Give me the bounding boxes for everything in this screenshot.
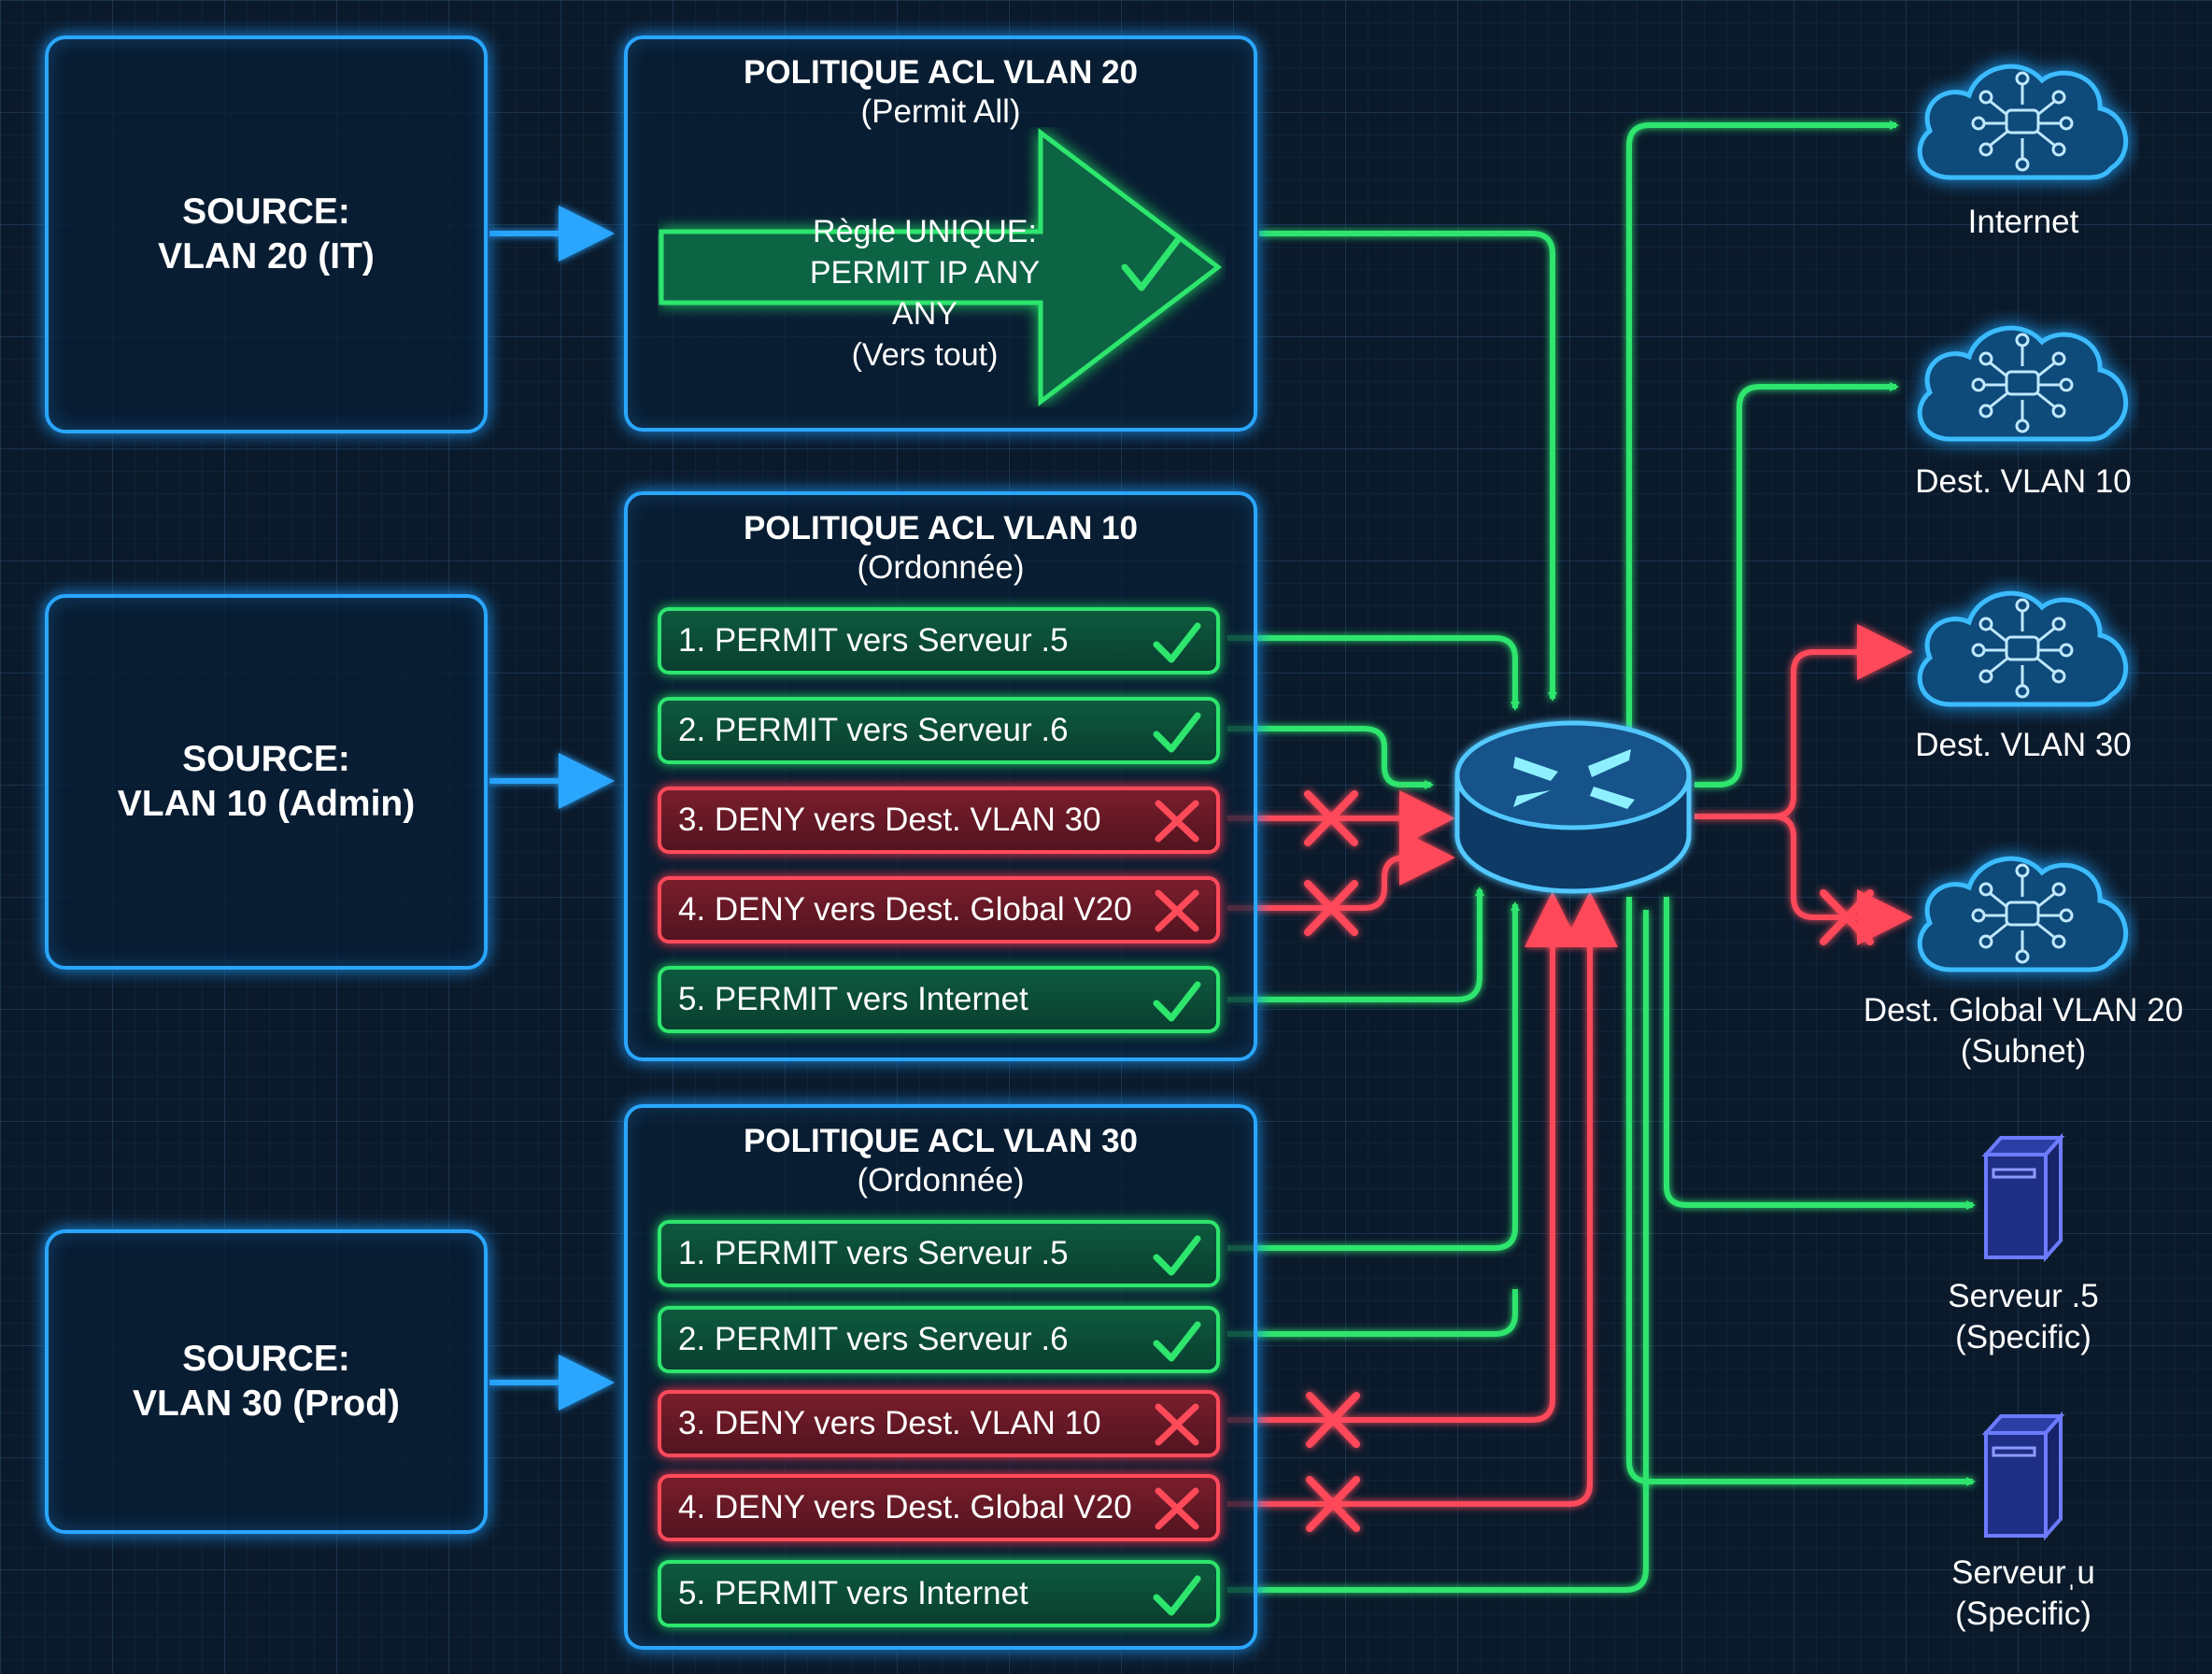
acl-vlan10-rule-4-text: 4. DENY vers Dest. Global V20 bbox=[678, 891, 1132, 928]
source-vlan10-label: SOURCE: bbox=[182, 739, 350, 779]
vlan30-rule2-path bbox=[1227, 1289, 1518, 1337]
acl-vlan10-panel: POLITIQUE ACL VLAN 10 (Ordonnée) 1. PERM… bbox=[624, 491, 1257, 1061]
acl-vlan30-rule-5: 5. PERMIT vers Internet bbox=[658, 1560, 1220, 1627]
server5-icon bbox=[1984, 1136, 2063, 1259]
permit-all-arrow bbox=[659, 127, 1223, 407]
acl-vlan10-rule-5: 5. PERMIT vers Internet bbox=[658, 966, 1220, 1033]
server6-sub: (Specific) bbox=[1955, 1596, 2091, 1632]
block-x-icon bbox=[1304, 790, 1358, 846]
source-vlan30-box: SOURCE: VLAN 30 (Prod) bbox=[45, 1229, 488, 1534]
acl-vlan30-rule-1: 1. PERMIT vers Serveur .5 bbox=[658, 1220, 1220, 1287]
acl-vlan30-subtitle: (Ordonnée) bbox=[857, 1162, 1025, 1199]
cross-icon bbox=[1155, 1403, 1199, 1446]
internet-cloud-icon bbox=[1906, 49, 2139, 198]
cross-icon bbox=[1155, 800, 1199, 843]
acl-vlan30-panel: POLITIQUE ACL VLAN 30 (Ordonnée) 1. PERM… bbox=[624, 1104, 1257, 1650]
vlan30-rule5-path bbox=[1227, 910, 1649, 1593]
source-vlan10-box: SOURCE: VLAN 10 (Admin) bbox=[45, 594, 488, 970]
source-vlan30-label: SOURCE: bbox=[182, 1339, 350, 1379]
acl-vlan30-rule-2: 2. PERMIT vers Serveur .6 bbox=[658, 1306, 1220, 1373]
acl-vlan20-rule-line3: (Vers tout) bbox=[851, 337, 999, 373]
vlan30-rule4-path bbox=[1227, 891, 1618, 1507]
server6-label: Serveurˌu (Specific) bbox=[1836, 1553, 2210, 1635]
source-vlan30-name: VLAN 30 (Prod) bbox=[132, 1383, 401, 1424]
vlan30-cloud-icon bbox=[1906, 575, 2139, 725]
block-x-icon bbox=[1306, 1392, 1360, 1448]
acl-vlan10-title: POLITIQUE ACL VLAN 10 bbox=[744, 510, 1138, 546]
vlan10-cloud-icon bbox=[1906, 310, 2139, 460]
vlan10-rule1-path bbox=[1227, 635, 1520, 711]
server5-sub: (Specific) bbox=[1955, 1319, 2091, 1355]
checkmark-icon bbox=[1153, 1321, 1201, 1362]
acl-vlan20-rule-text: Règle UNIQUE: PERMIT IP ANY ANY (Vers to… bbox=[785, 211, 1065, 376]
source-vlan20-name: VLAN 20 (IT) bbox=[158, 236, 375, 277]
acl-vlan20-rule-line2: PERMIT IP ANY ANY bbox=[809, 255, 1041, 332]
server6-icon bbox=[1984, 1414, 2063, 1538]
acl-vlan10-rule-1-text: 1. PERMIT vers Serveur .5 bbox=[678, 622, 1069, 659]
cross-icon bbox=[1155, 1487, 1199, 1530]
global-v20-label: Dest. Global VLAN 20 (Subnet) bbox=[1836, 990, 2210, 1072]
cross-icon bbox=[1155, 889, 1199, 932]
acl-vlan10-rule-2-text: 2. PERMIT vers Serveur .6 bbox=[678, 712, 1069, 748]
source-vlan20-box: SOURCE: VLAN 20 (IT) bbox=[45, 35, 488, 433]
acl-vlan20-rule-line1: Règle UNIQUE: bbox=[813, 214, 1037, 249]
acl-vlan30-rule-4: 4. DENY vers Dest. Global V20 bbox=[658, 1474, 1220, 1541]
acl-vlan30-title: POLITIQUE ACL VLAN 30 bbox=[744, 1123, 1138, 1159]
source-vlan20-label: SOURCE: bbox=[182, 192, 350, 232]
internet-label: Internet bbox=[1967, 204, 2079, 240]
global-v20-name: Dest. Global VLAN 20 bbox=[1863, 992, 2184, 1029]
server5-name: Serveur .5 bbox=[1948, 1278, 2099, 1314]
checkmark-icon bbox=[1153, 981, 1201, 1022]
acl-vlan30-rule-3-text: 3. DENY vers Dest. VLAN 10 bbox=[678, 1405, 1101, 1441]
acl-vlan20-panel: POLITIQUE ACL VLAN 20 (Permit All) bbox=[624, 35, 1257, 432]
block-x-icon bbox=[1820, 889, 1874, 945]
checkmark-icon bbox=[1153, 1235, 1201, 1276]
checkmark-icon bbox=[1153, 1575, 1201, 1616]
acl-vlan10-rule-1: 1. PERMIT vers Serveur .5 bbox=[658, 607, 1220, 674]
acl-vlan30-rule-4-text: 4. DENY vers Dest. Global V20 bbox=[678, 1489, 1132, 1525]
checkmark-icon bbox=[1121, 237, 1181, 291]
acl-vlan10-rule-4: 4. DENY vers Dest. Global V20 bbox=[658, 876, 1220, 943]
router-to-global-v20 bbox=[1772, 814, 1913, 945]
vlan20-permit-path bbox=[1259, 231, 1557, 702]
acl-vlan10-rule-3: 3. DENY vers Dest. VLAN 30 bbox=[658, 787, 1220, 854]
vlan30-rule1-path bbox=[1227, 901, 1520, 1251]
block-x-icon bbox=[1304, 880, 1358, 936]
router-icon bbox=[1454, 720, 1692, 894]
acl-vlan30-rule-2-text: 2. PERMIT vers Serveur .6 bbox=[678, 1321, 1069, 1357]
vlan10-label: Dest. VLAN 10 bbox=[1915, 463, 2132, 500]
vlan10-rule5-path bbox=[1227, 887, 1484, 1002]
vlan10-rule4-path bbox=[1227, 830, 1455, 911]
vlan30-rule3-path bbox=[1227, 891, 1581, 1423]
server6-name: Serveurˌu bbox=[1951, 1554, 2095, 1591]
block-x-icon bbox=[1306, 1476, 1360, 1532]
acl-vlan30-rule-5-text: 5. PERMIT vers Internet bbox=[678, 1575, 1028, 1611]
acl-vlan10-rule-3-text: 3. DENY vers Dest. VLAN 30 bbox=[678, 802, 1101, 838]
acl-vlan30-rule-1-text: 1. PERMIT vers Serveur .5 bbox=[678, 1235, 1069, 1271]
acl-vlan30-rule-3: 3. DENY vers Dest. VLAN 10 bbox=[658, 1390, 1220, 1457]
acl-vlan20-title: POLITIQUE ACL VLAN 20 bbox=[744, 54, 1138, 91]
acl-vlan20-subtitle: (Permit All) bbox=[860, 93, 1021, 130]
vlan10-rule2-path bbox=[1227, 726, 1434, 789]
source-vlan10-name: VLAN 10 (Admin) bbox=[117, 784, 416, 824]
acl-vlan10-rule-5-text: 5. PERMIT vers Internet bbox=[678, 981, 1028, 1017]
checkmark-icon bbox=[1153, 712, 1201, 753]
vlan30-label: Dest. VLAN 30 bbox=[1915, 727, 2132, 763]
global-v20-sub: (Subnet) bbox=[1960, 1033, 2087, 1070]
acl-vlan10-rule-2: 2. PERMIT vers Serveur .6 bbox=[658, 697, 1220, 764]
acl-vlan10-subtitle: (Ordonnée) bbox=[857, 549, 1025, 586]
server5-label: Serveur .5 (Specific) bbox=[1836, 1276, 2210, 1358]
global-v20-cloud-icon bbox=[1906, 841, 2139, 990]
checkmark-icon bbox=[1153, 622, 1201, 663]
